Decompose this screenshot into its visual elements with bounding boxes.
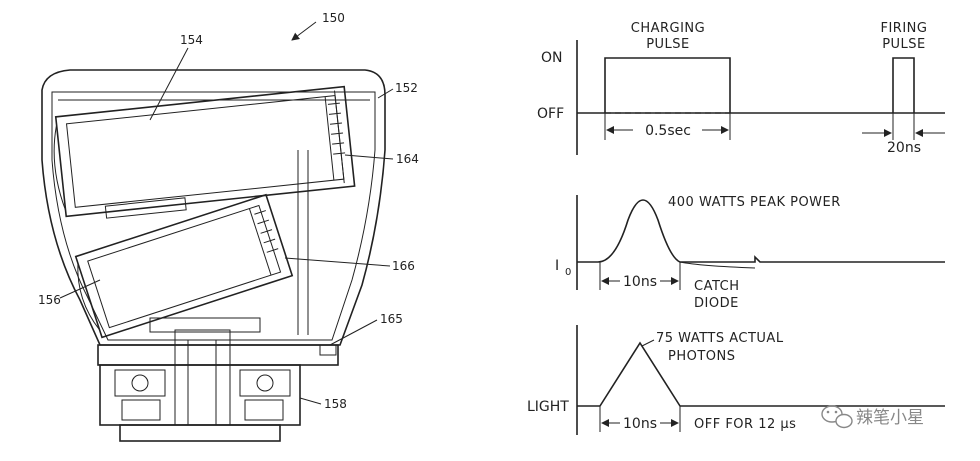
ref-150: 150 xyxy=(322,11,345,25)
light-curve xyxy=(577,341,945,407)
pulse-timing-chart: ON OFF CHARGING PULSE FIRING PULSE 0.5se… xyxy=(537,21,945,156)
upper-module xyxy=(53,85,356,219)
ref-154: 154 xyxy=(180,33,203,47)
ref-158: 158 xyxy=(324,397,347,411)
charge-duration: 0.5sec xyxy=(645,123,691,139)
housing-outline xyxy=(41,69,386,346)
device-drawing: 150 154 152 164 166 165 156 158 xyxy=(38,11,419,442)
charging-pulse xyxy=(604,57,731,113)
ref-164: 164 xyxy=(396,152,419,166)
base-assembly xyxy=(97,317,339,442)
off-duration-label: OFF FOR 12 μs xyxy=(694,417,796,432)
actual-photons-label-1: 75 WATTS ACTUAL xyxy=(656,331,784,346)
light-width: 10ns xyxy=(623,416,657,432)
charging-label-1: CHARGING xyxy=(631,21,705,36)
fire-duration: 20ns xyxy=(887,140,921,156)
firing-label-2: PULSE xyxy=(882,37,926,52)
lower-module xyxy=(74,193,294,339)
firing-label-1: FIRING xyxy=(881,21,928,36)
pulse-label-on: ON xyxy=(541,50,563,66)
watermark: 辣笔小星 xyxy=(821,405,924,429)
actual-photons-label-2: PHOTONS xyxy=(668,349,736,364)
power-chart: I 0 400 WATTS PEAK POWER 10ns CATCH DIOD… xyxy=(555,195,945,311)
light-y-label: LIGHT xyxy=(527,399,569,415)
ref-152: 152 xyxy=(395,81,418,95)
light-chart: LIGHT 75 WATTS ACTUAL PHOTONS 10ns OFF F… xyxy=(527,325,945,435)
ref-166: 166 xyxy=(392,259,415,273)
pulse-label-off: OFF xyxy=(537,106,564,122)
catch-label-2: DIODE xyxy=(694,296,739,311)
power-curve xyxy=(577,199,945,263)
firing-pulse xyxy=(892,57,915,113)
charging-label-2: PULSE xyxy=(646,37,690,52)
housing-inner xyxy=(51,91,376,341)
watermark-text: 辣笔小星 xyxy=(856,408,924,428)
power-width: 10ns xyxy=(623,274,657,290)
wechat-icon xyxy=(821,405,853,429)
peak-power-label: 400 WATTS PEAK POWER xyxy=(668,195,841,210)
catch-label-1: CATCH xyxy=(694,279,740,294)
power-y-label-sub: 0 xyxy=(565,267,571,278)
ref-165: 165 xyxy=(380,312,403,326)
ref-156: 156 xyxy=(38,293,61,307)
power-y-label: I xyxy=(555,258,559,274)
